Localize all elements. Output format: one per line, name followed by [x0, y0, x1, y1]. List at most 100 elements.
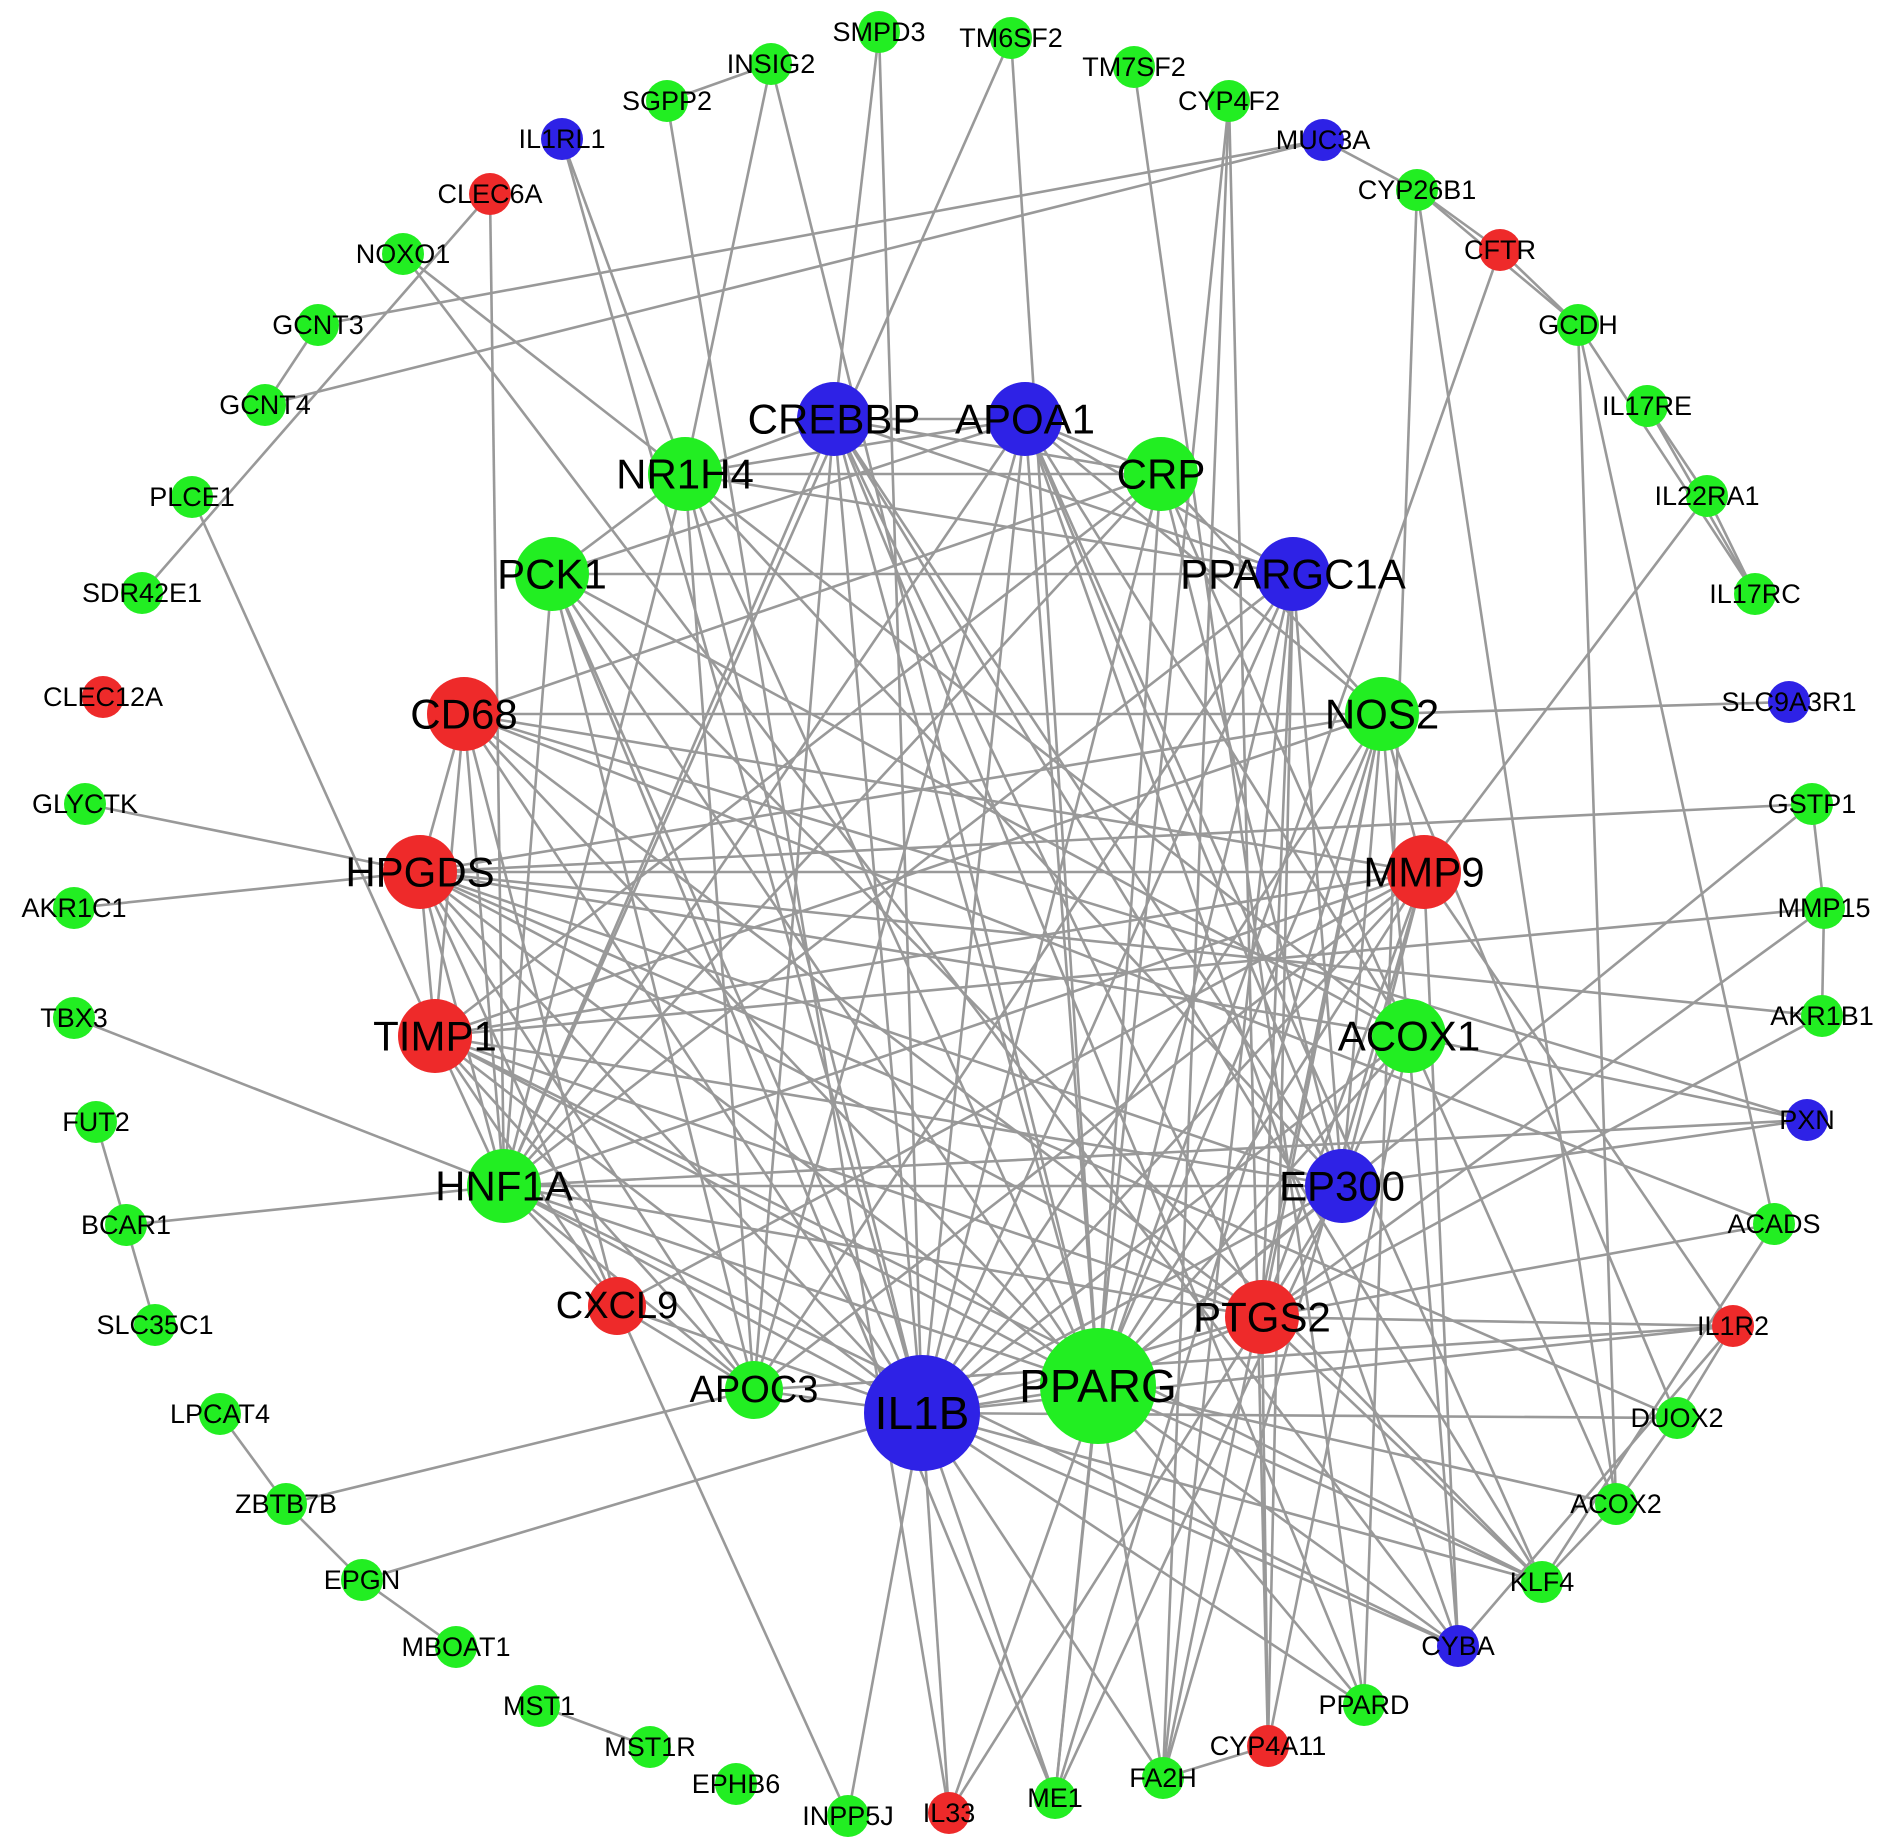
node-acox2[interactable]: ACOX2 — [1570, 1483, 1662, 1525]
node-il22ra1[interactable]: IL22RA1 — [1654, 475, 1760, 517]
node-bcar1[interactable]: BCAR1 — [81, 1204, 171, 1246]
node-mst1[interactable]: MST1 — [503, 1685, 575, 1727]
node-il17re[interactable]: IL17RE — [1602, 385, 1692, 427]
node-slc9a3r1[interactable]: SLC9A3R1 — [1721, 681, 1857, 723]
node-apoa1[interactable]: APOA1 — [955, 382, 1095, 456]
node-gcdh[interactable]: GCDH — [1538, 304, 1618, 346]
node-gcnt3[interactable]: GCNT3 — [272, 304, 364, 346]
node-circle — [515, 537, 589, 611]
node-label: PCK1 — [497, 551, 607, 598]
node-crebbp[interactable]: CREBBP — [748, 382, 921, 456]
edge-il1b-klf4 — [921, 1411, 1543, 1584]
node-tbx3[interactable]: TBX3 — [40, 997, 108, 1039]
node-label: MMP9 — [1363, 849, 1484, 896]
node-sdr42e1[interactable]: SDR42E1 — [82, 572, 202, 614]
edge-apoa1-klf4 — [1023, 418, 1544, 1583]
node-label: KLF4 — [1510, 1567, 1575, 1597]
edge-hpgds-duox2 — [419, 870, 1678, 1420]
node-circle — [398, 999, 472, 1073]
node-timp1[interactable]: TIMP1 — [373, 999, 497, 1073]
node-gstp1[interactable]: GSTP1 — [1768, 783, 1857, 825]
node-fa2h[interactable]: FA2H — [1129, 1757, 1197, 1799]
node-glyctk[interactable]: GLYCTK — [32, 783, 138, 825]
node-label: CYP26B1 — [1358, 175, 1477, 205]
edge-gcdh-il17rc — [1576, 324, 1757, 595]
node-me1[interactable]: ME1 — [1027, 1777, 1083, 1819]
node-cyp4a11[interactable]: CYP4A11 — [1210, 1725, 1327, 1767]
node-acox1[interactable]: ACOX1 — [1338, 999, 1480, 1073]
node-mmp15[interactable]: MMP15 — [1777, 887, 1871, 929]
node-lpcat4[interactable]: LPCAT4 — [170, 1393, 270, 1435]
node-pparg[interactable]: PPARG — [1019, 1328, 1177, 1444]
edge-pparg-mmp9 — [1096, 871, 1426, 1387]
node-circle — [1387, 835, 1461, 909]
node-cyp4f2[interactable]: CYP4F2 — [1178, 80, 1280, 122]
node-pxn[interactable]: PXN — [1779, 1099, 1835, 1141]
node-ppard[interactable]: PPARD — [1318, 1684, 1410, 1726]
edge-crebbp-apoc3 — [752, 418, 836, 1391]
node-insig2[interactable]: INSIG2 — [727, 43, 816, 85]
node-label: INPP5J — [802, 1801, 894, 1831]
node-il33[interactable]: IL33 — [923, 1792, 976, 1834]
node-il1rl1[interactable]: IL1RL1 — [518, 118, 606, 160]
node-slc35c1[interactable]: SLC35C1 — [96, 1304, 214, 1346]
node-noxo1[interactable]: NOXO1 — [356, 233, 451, 275]
node-mboat1[interactable]: MBOAT1 — [401, 1626, 511, 1668]
node-circle — [121, 572, 163, 614]
node-smpd3[interactable]: SMPD3 — [832, 11, 926, 53]
edge-nr1h4-noxo1 — [402, 252, 686, 476]
node-label: SMPD3 — [832, 17, 925, 47]
node-ephb6[interactable]: EPHB6 — [692, 1763, 781, 1805]
edge-pck1-hnf1a — [502, 573, 554, 1187]
node-circle — [1801, 995, 1843, 1037]
edge-nos2-fa2h — [1161, 713, 1384, 1779]
node-muc3a[interactable]: MUC3A — [1276, 119, 1371, 161]
node-epgn[interactable]: EPGN — [324, 1559, 401, 1601]
node-tm6sf2[interactable]: TM6SF2 — [959, 17, 1063, 59]
edge-pck1-apoc3 — [550, 573, 756, 1391]
node-cftr[interactable]: CFTR — [1464, 229, 1536, 271]
node-acads[interactable]: ACADS — [1727, 1203, 1821, 1245]
node-il17rc[interactable]: IL17RC — [1709, 573, 1801, 615]
node-apoc3[interactable]: APOC3 — [690, 1361, 819, 1419]
edge-hnf1a-cyba — [503, 1184, 1459, 1648]
node-klf4[interactable]: KLF4 — [1510, 1561, 1575, 1603]
node-tm7sf2[interactable]: TM7SF2 — [1082, 46, 1186, 88]
node-hnf1a[interactable]: HNF1A — [435, 1149, 573, 1223]
node-akr1b1[interactable]: AKR1B1 — [1770, 995, 1874, 1037]
node-label: CYBA — [1421, 1631, 1495, 1661]
node-duox2[interactable]: DUOX2 — [1630, 1397, 1724, 1439]
edge-acox1-hpgds — [419, 870, 1410, 1038]
node-clec12a[interactable]: CLEC12A — [43, 676, 163, 718]
node-inpp5j[interactable]: INPP5J — [802, 1795, 894, 1837]
node-nos2[interactable]: NOS2 — [1325, 677, 1439, 751]
node-hpgds[interactable]: HPGDS — [345, 835, 495, 909]
node-mst1r[interactable]: MST1R — [604, 1726, 696, 1768]
node-cyba[interactable]: CYBA — [1421, 1625, 1495, 1667]
node-label: IL17RC — [1709, 579, 1801, 609]
node-cxcl9[interactable]: CXCL9 — [556, 1277, 679, 1335]
node-label: LPCAT4 — [170, 1399, 270, 1429]
edge-il1b-cd68 — [462, 713, 924, 1414]
node-mmp9[interactable]: MMP9 — [1363, 835, 1485, 909]
node-ptgs2[interactable]: PTGS2 — [1193, 1280, 1331, 1354]
node-sgpp2[interactable]: SGPP2 — [622, 80, 712, 122]
node-clec6a[interactable]: CLEC6A — [437, 173, 543, 215]
node-fut2[interactable]: FUT2 — [62, 1101, 130, 1143]
node-circle — [75, 1101, 117, 1143]
node-cd68[interactable]: CD68 — [410, 677, 518, 751]
edge-il1r2-cyba — [1457, 1325, 1734, 1647]
node-plce1[interactable]: PLCE1 — [149, 476, 235, 518]
node-akr1c1[interactable]: AKR1C1 — [21, 887, 127, 929]
node-circle — [750, 43, 792, 85]
node-gcnt4[interactable]: GCNT4 — [219, 384, 311, 426]
node-il1b[interactable]: IL1B — [864, 1355, 980, 1471]
node-zbtb7b[interactable]: ZBTB7B — [235, 1483, 337, 1525]
node-pck1[interactable]: PCK1 — [497, 537, 607, 611]
node-ppargc1a[interactable]: PPARGC1A — [1180, 537, 1406, 611]
node-crp[interactable]: CRP — [1117, 437, 1206, 511]
node-il1r2[interactable]: IL1R2 — [1697, 1305, 1769, 1347]
node-ep300[interactable]: EP300 — [1279, 1149, 1405, 1223]
node-nr1h4[interactable]: NR1H4 — [616, 437, 754, 511]
node-cyp26b1[interactable]: CYP26B1 — [1358, 169, 1477, 211]
